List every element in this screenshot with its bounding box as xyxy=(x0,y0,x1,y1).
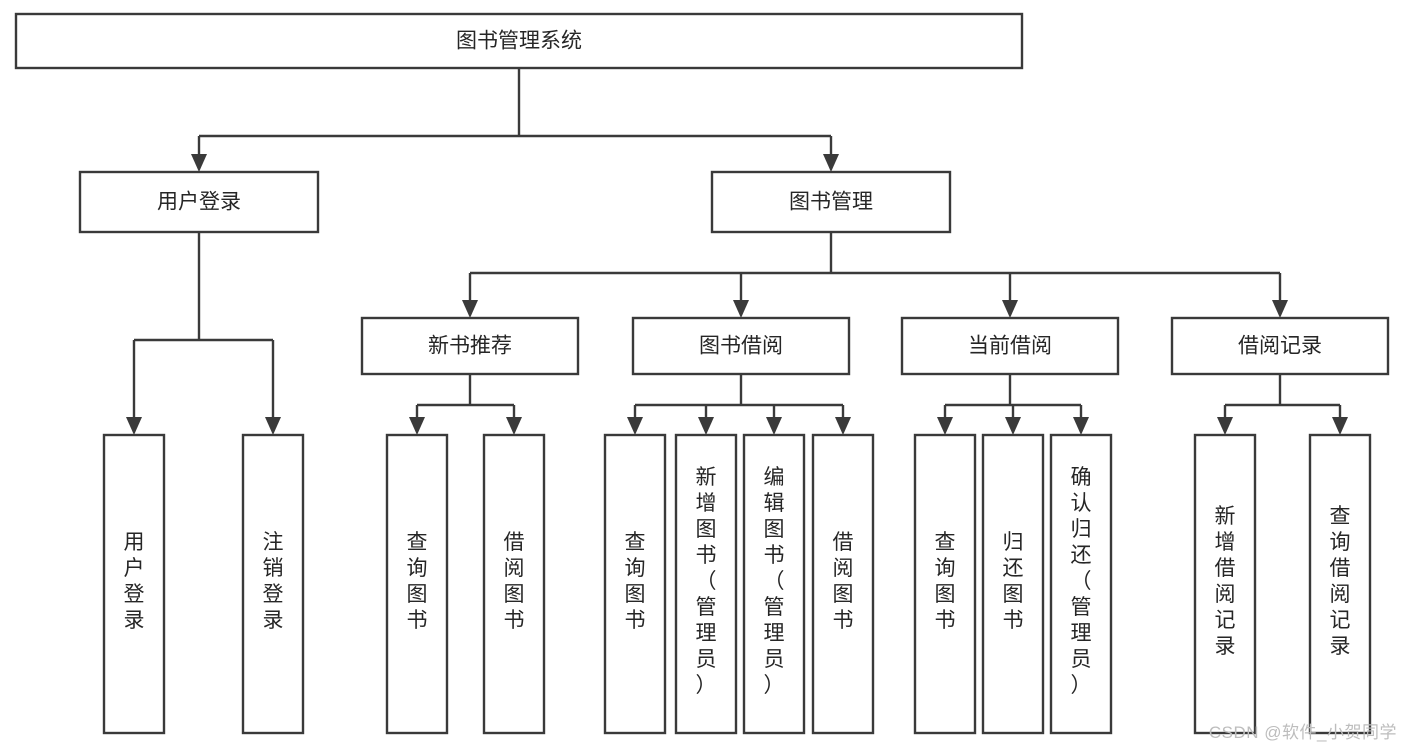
leaf-node-leaf-logout-login[interactable]: 注销登录 xyxy=(241,433,305,735)
leaf-node-leaf-borrow-book-1-box[interactable] xyxy=(482,433,546,735)
leaf-node-leaf-user-login[interactable]: 用户登录 xyxy=(102,433,166,735)
leaf-node-leaf-query-book-2-label: 查询图书 xyxy=(625,531,646,632)
leaf-node-leaf-query-book-3[interactable]: 查询图书 xyxy=(913,433,977,735)
arrow-head-icon xyxy=(1217,417,1233,435)
level2-node-book-management-box[interactable] xyxy=(710,170,952,234)
leaf-node-leaf-edit-book-admin-box[interactable] xyxy=(742,433,806,735)
arrow-head-icon xyxy=(265,417,281,435)
level2-node-user-login-label: 用户登录 xyxy=(157,191,241,214)
level2-node-book-management-label: 图书管理 xyxy=(789,191,873,214)
leaf-node-leaf-return-book-box[interactable] xyxy=(981,433,1045,735)
level3-node-new-book-recommend[interactable]: 新书推荐 xyxy=(360,316,580,376)
leaf-node-leaf-edit-book-admin-label: 编辑图书（管理员） xyxy=(764,466,785,697)
level2-node-user-login[interactable]: 用户登录 xyxy=(78,170,320,234)
leaf-node-leaf-query-book-2[interactable]: 查询图书 xyxy=(603,433,667,735)
leaf-node-leaf-add-book-admin-label: 新增图书（管理员） xyxy=(696,466,717,697)
leaf-node-leaf-logout-login-box[interactable] xyxy=(241,433,305,735)
leaf-node-leaf-query-borrow-record-box[interactable] xyxy=(1308,433,1372,735)
leaf-node-leaf-add-borrow-record-label: 新增借阅记录 xyxy=(1215,505,1236,658)
arrow-head-icon xyxy=(627,417,643,435)
leaf-node-leaf-confirm-return-admin[interactable]: 确认归还（管理员） xyxy=(1049,433,1113,735)
level3-node-new-book-recommend-label: 新书推荐 xyxy=(428,335,512,358)
arrow-head-icon xyxy=(1002,300,1018,318)
level3-node-current-borrow-box[interactable] xyxy=(900,316,1120,376)
level2-node-book-management[interactable]: 图书管理 xyxy=(710,170,952,234)
leaf-node-leaf-logout-login-label: 注销登录 xyxy=(263,531,284,632)
arrow-head-icon xyxy=(462,300,478,318)
level3-node-book-borrow-box[interactable] xyxy=(631,316,851,376)
leaf-node-leaf-query-book-2-box[interactable] xyxy=(603,433,667,735)
level3-node-new-book-recommend-box[interactable] xyxy=(360,316,580,376)
leaf-node-leaf-user-login-label: 用户登录 xyxy=(124,531,145,632)
level3-node-current-borrow[interactable]: 当前借阅 xyxy=(900,316,1120,376)
leaf-node-leaf-add-book-admin[interactable]: 新增图书（管理员） xyxy=(674,433,738,735)
arrow-head-icon xyxy=(766,417,782,435)
leaf-node-leaf-add-borrow-record[interactable]: 新增借阅记录 xyxy=(1193,433,1257,735)
watermark-text: CSDN @软件_小贺同学 xyxy=(1208,723,1397,742)
arrow-head-icon xyxy=(937,417,953,435)
leaf-node-leaf-query-borrow-record[interactable]: 查询借阅记录 xyxy=(1308,433,1372,735)
leaf-node-leaf-query-book-1-box[interactable] xyxy=(385,433,449,735)
root-node-book-management-system[interactable]: 图书管理系统 xyxy=(14,12,1024,70)
leaf-node-leaf-query-book-3-label: 查询图书 xyxy=(935,531,956,632)
arrow-head-icon xyxy=(1005,417,1021,435)
leaf-node-leaf-add-borrow-record-box[interactable] xyxy=(1193,433,1257,735)
level3-node-borrow-record[interactable]: 借阅记录 xyxy=(1170,316,1390,376)
leaf-node-leaf-borrow-book-2-label: 借阅图书 xyxy=(833,531,854,632)
level3-node-book-borrow[interactable]: 图书借阅 xyxy=(631,316,851,376)
arrow-head-icon xyxy=(1272,300,1288,318)
arrow-head-icon xyxy=(409,417,425,435)
leaf-node-leaf-user-login-box[interactable] xyxy=(102,433,166,735)
connector-layer xyxy=(126,68,1348,435)
leaf-node-leaf-query-borrow-record-label: 查询借阅记录 xyxy=(1330,505,1351,658)
level3-node-book-borrow-label: 图书借阅 xyxy=(699,335,783,358)
leaf-node-leaf-query-book-1-label: 查询图书 xyxy=(407,531,428,632)
leaf-node-leaf-query-book-1[interactable]: 查询图书 xyxy=(385,433,449,735)
leaf-node-leaf-query-book-3-box[interactable] xyxy=(913,433,977,735)
leaf-node-leaf-confirm-return-admin-label: 确认归还（管理员） xyxy=(1071,466,1092,697)
leaf-node-leaf-borrow-book-1[interactable]: 借阅图书 xyxy=(482,433,546,735)
leaf-node-leaf-borrow-book-1-label: 借阅图书 xyxy=(504,531,525,632)
arrow-head-icon xyxy=(126,417,142,435)
level3-node-borrow-record-label: 借阅记录 xyxy=(1238,335,1322,358)
root-node-book-management-system-box[interactable] xyxy=(14,12,1024,70)
arrow-head-icon xyxy=(506,417,522,435)
leaf-node-leaf-return-book[interactable]: 归还图书 xyxy=(981,433,1045,735)
arrow-head-icon xyxy=(191,154,207,172)
level3-node-borrow-record-box[interactable] xyxy=(1170,316,1390,376)
arrow-head-icon xyxy=(733,300,749,318)
arrow-head-icon xyxy=(1073,417,1089,435)
level2-node-user-login-box[interactable] xyxy=(78,170,320,234)
arrow-head-icon xyxy=(835,417,851,435)
leaf-node-leaf-edit-book-admin[interactable]: 编辑图书（管理员） xyxy=(742,433,806,735)
arrow-head-icon xyxy=(1332,417,1348,435)
leaf-node-leaf-add-book-admin-box[interactable] xyxy=(674,433,738,735)
leaf-node-leaf-borrow-book-2-box[interactable] xyxy=(811,433,875,735)
arrow-head-icon xyxy=(823,154,839,172)
root-node-book-management-system-label: 图书管理系统 xyxy=(456,30,582,53)
leaf-node-leaf-confirm-return-admin-box[interactable] xyxy=(1049,433,1113,735)
leaf-node-leaf-borrow-book-2[interactable]: 借阅图书 xyxy=(811,433,875,735)
level3-node-current-borrow-label: 当前借阅 xyxy=(968,335,1052,358)
node-layer: 图书管理系统用户登录图书管理新书推荐图书借阅当前借阅借阅记录用户登录注销登录查询… xyxy=(14,12,1390,735)
leaf-node-leaf-return-book-label: 归还图书 xyxy=(1003,531,1024,632)
arrow-head-icon xyxy=(698,417,714,435)
